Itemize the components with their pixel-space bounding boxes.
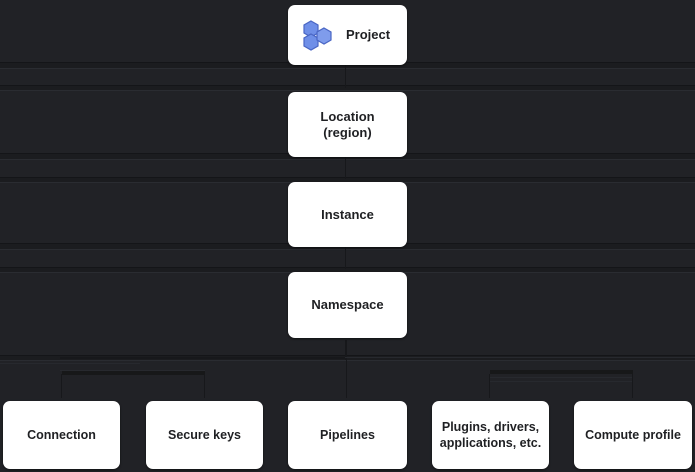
connector-instance-namespace [345,245,346,269]
node-plugins[interactable]: Plugins, drivers, applications, etc. [432,401,549,469]
band-separator-2b [0,90,695,91]
connector-namespace-trunk [345,340,347,360]
node-instance[interactable]: Instance [288,182,407,247]
node-connection-label: Connection [27,428,96,442]
band-separator-5b [0,249,695,250]
connector-faint-b [60,370,205,371]
band-separator-3b [0,159,695,160]
hexagons-icon [301,18,335,52]
node-namespace[interactable]: Namespace [288,272,407,338]
band-gap-7 [0,356,695,360]
band-separator-6 [0,267,695,268]
band-row-2 [0,69,695,85]
node-compute-profile-label: Compute profile [585,428,681,442]
node-project[interactable]: Project [288,5,407,65]
node-location[interactable]: Location (region) [288,92,407,157]
connector-location-instance [345,155,346,179]
connector-project-location [345,64,346,88]
node-compute-profile[interactable]: Compute profile [574,401,692,469]
band-separator-7 [0,355,695,356]
connector-block-plugins [490,370,633,374]
band-separator-4 [0,177,695,178]
node-namespace-label: Namespace [311,297,384,312]
band-separator-1b [0,68,695,69]
node-pipelines-label: Pipelines [320,428,375,442]
connector-to-compute-profile [632,374,633,398]
band-gap-2 [0,86,695,90]
connector-faint-c [490,377,633,378]
band-gap-1 [0,63,695,68]
connector-to-pipelines [346,358,347,398]
connector-to-secure-keys [204,374,205,398]
node-plugins-label: Plugins, drivers, applications, etc. [439,420,542,450]
node-instance-label: Instance [321,206,374,222]
node-project-label: Project [346,27,391,42]
node-secure-keys-label: Secure keys [168,428,241,442]
band-row-4 [0,160,695,177]
connector-fanout-left [60,357,346,359]
band-separator-2 [0,85,695,86]
node-location-label: Location (region) [320,108,375,140]
band-row-6 [0,250,695,267]
band-separator-7b [0,360,695,361]
node-connection[interactable]: Connection [3,401,120,469]
connector-block-connection [62,371,205,375]
connector-faint-d [490,381,633,382]
band-gap-4 [0,178,695,182]
connector-to-plugins [489,374,490,398]
connector-faint-a [0,363,140,364]
node-secure-keys[interactable]: Secure keys [146,401,263,469]
node-pipelines[interactable]: Pipelines [288,401,407,469]
connector-to-connection [61,374,62,398]
band-gap-6 [0,268,695,272]
connector-fanout-right [345,357,695,358]
